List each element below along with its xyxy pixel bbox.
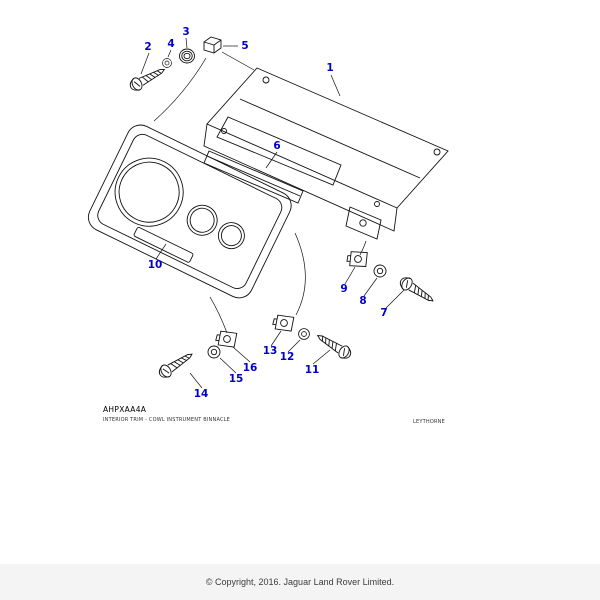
part-drawing-washer-8 [373, 264, 387, 278]
callout-13[interactable]: 13 [262, 344, 278, 357]
leader-lines [140, 37, 405, 389]
diagram-canvas [87, 36, 449, 389]
part-drawing-washer-12 [298, 328, 310, 340]
diagram-label-block: AHPXAA4A INTERIOR TRIM - COWL INSTRUMENT… [103, 405, 230, 423]
diagram-caption: INTERIOR TRIM - COWL INSTRUMENT BINNACLE [103, 417, 231, 423]
copyright-text: © Copyright, 2016. Jaguar Land Rover Lim… [205, 577, 395, 587]
callout-9[interactable]: 9 [340, 282, 348, 295]
callout-7[interactable]: 7 [380, 306, 388, 319]
association-curves [153, 51, 367, 334]
part-drawing-clip-13 [271, 312, 296, 334]
callout-6[interactable]: 6 [273, 139, 281, 152]
plant-label: LEYTHORNE [413, 419, 445, 425]
part-drawing-clip-9 [345, 248, 369, 269]
part-drawing-grommet-3 [179, 48, 195, 64]
part-drawing-screw-14 [156, 348, 196, 381]
part-drawing-screw-11 [313, 329, 354, 362]
callout-11[interactable]: 11 [304, 363, 320, 376]
callout-12[interactable]: 12 [279, 350, 295, 363]
callout-16[interactable]: 16 [242, 361, 258, 374]
exploded-diagram: 1 2 3 4 5 6 7 8 9 10 11 12 13 14 15 16 A… [87, 25, 449, 425]
callout-4[interactable]: 4 [167, 37, 175, 50]
callout-14[interactable]: 14 [193, 387, 209, 400]
callout-2[interactable]: 2 [144, 40, 152, 53]
part-drawing-screw-2 [127, 63, 168, 94]
part-drawing-binnacle-fascia [87, 124, 292, 299]
callout-1[interactable]: 1 [326, 61, 334, 74]
callout-3[interactable]: 3 [182, 25, 190, 38]
callout-10[interactable]: 10 [147, 258, 163, 271]
callout-15[interactable]: 15 [228, 372, 244, 385]
part-drawing-washer-15 [207, 345, 221, 359]
callout-8[interactable]: 8 [359, 294, 367, 307]
part-drawing-cage-nut-5 [203, 36, 222, 54]
callout-5[interactable]: 5 [241, 39, 249, 52]
diagram-code: AHPXAA4A [103, 405, 147, 414]
part-drawing-strip [203, 150, 304, 204]
part-drawing-washer-4 [162, 58, 172, 68]
copyright-footer: © Copyright, 2016. Jaguar Land Rover Lim… [0, 564, 600, 600]
part-drawing-cowl-panel [203, 67, 449, 240]
